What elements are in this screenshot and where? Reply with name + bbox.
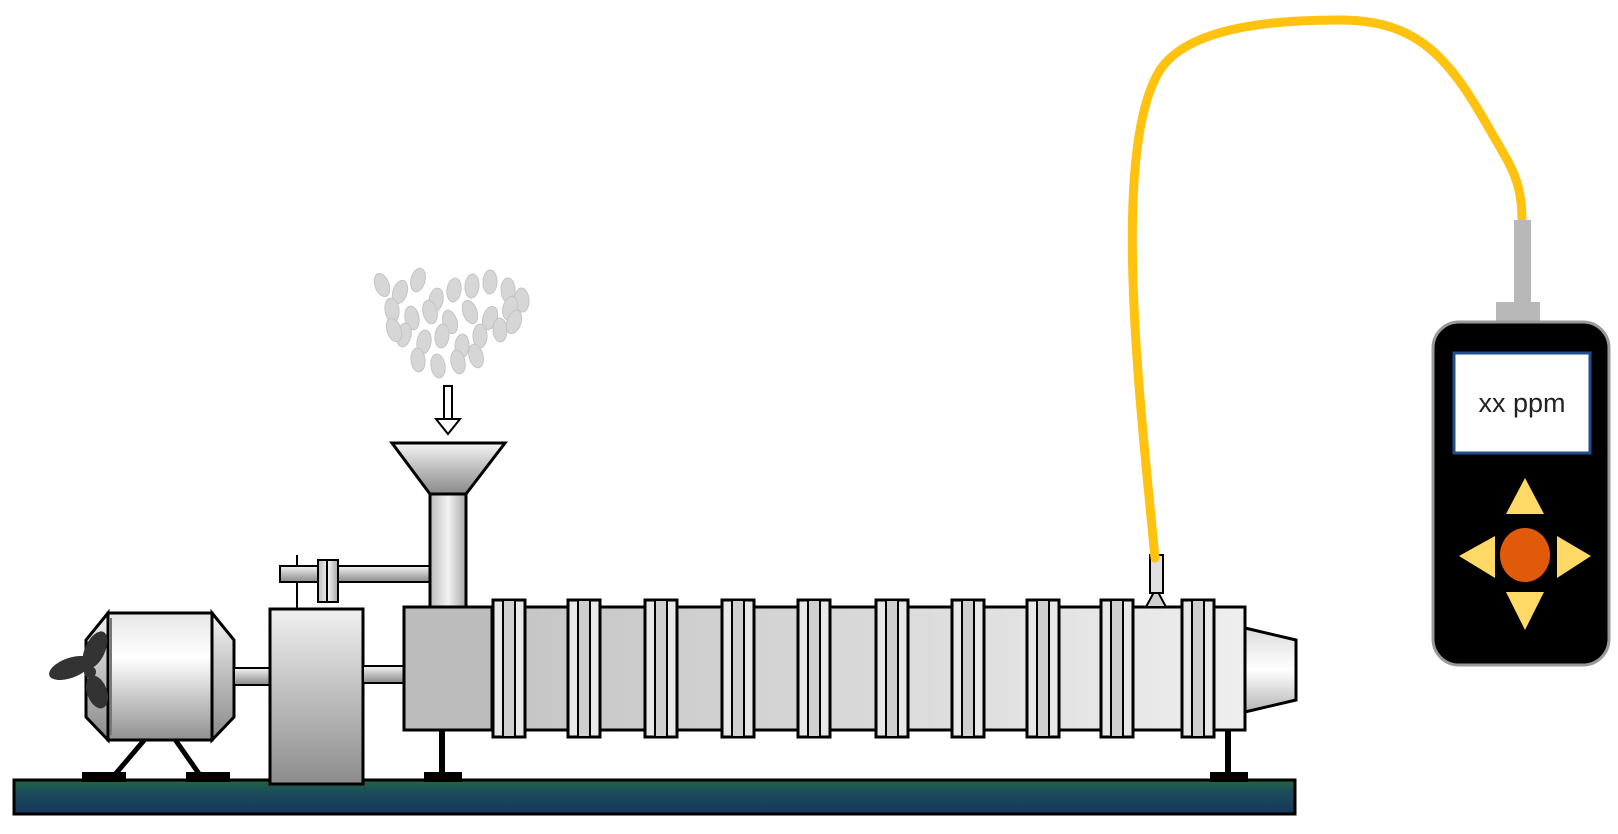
heater-band (566, 598, 602, 739)
pellet (434, 323, 450, 349)
extrusion-die (1243, 626, 1298, 714)
up-arrow-button[interactable] (1506, 478, 1544, 514)
machine-base (12, 778, 1297, 816)
sensor-cable (1127, 15, 1527, 563)
polymer-pellets (373, 267, 530, 379)
heater-band (874, 598, 910, 739)
pellet (468, 343, 484, 369)
heater-band (720, 598, 756, 739)
pellet (450, 349, 466, 375)
pellet (410, 347, 426, 373)
heater-band (1180, 598, 1216, 739)
pellet (482, 269, 498, 295)
heater-bands (491, 598, 1216, 739)
pellet (373, 272, 391, 298)
gearbox (268, 607, 365, 786)
heater-band (643, 598, 679, 739)
pellet (464, 273, 480, 299)
right-arrow-button[interactable] (1557, 536, 1591, 578)
pellet (430, 353, 446, 379)
electric-motor (84, 608, 236, 744)
barrel-feed-section (402, 605, 494, 732)
pellet (410, 267, 426, 293)
cooling-fan-icon (49, 631, 109, 709)
meter-readout: xx ppm (1478, 388, 1565, 418)
gas-probe-fitting (1144, 554, 1168, 608)
pellet (461, 299, 479, 325)
meter-connector (1496, 220, 1540, 322)
pellet (505, 309, 523, 335)
center-select-button[interactable] (1500, 528, 1550, 582)
motor-feet (82, 736, 230, 782)
feed-hopper (389, 441, 509, 610)
pellet (446, 277, 462, 303)
heater-band (1099, 598, 1135, 739)
gas-meter-device: xx ppm (1431, 320, 1611, 667)
barrel-supports (424, 730, 1248, 782)
pellet (492, 317, 508, 343)
output-shaft (362, 665, 407, 684)
pellet (385, 317, 403, 343)
feed-arrow-icon (433, 385, 463, 436)
side-feed-pipe (279, 555, 433, 609)
drive-shaft (233, 667, 273, 686)
heater-band (796, 598, 832, 739)
pellet (422, 299, 438, 325)
heater-band (1025, 598, 1061, 739)
meter-screen (1452, 351, 1592, 455)
down-arrow-button[interactable] (1506, 592, 1544, 630)
left-arrow-button[interactable] (1459, 536, 1495, 578)
heater-band (491, 598, 527, 739)
heater-band (950, 598, 986, 739)
